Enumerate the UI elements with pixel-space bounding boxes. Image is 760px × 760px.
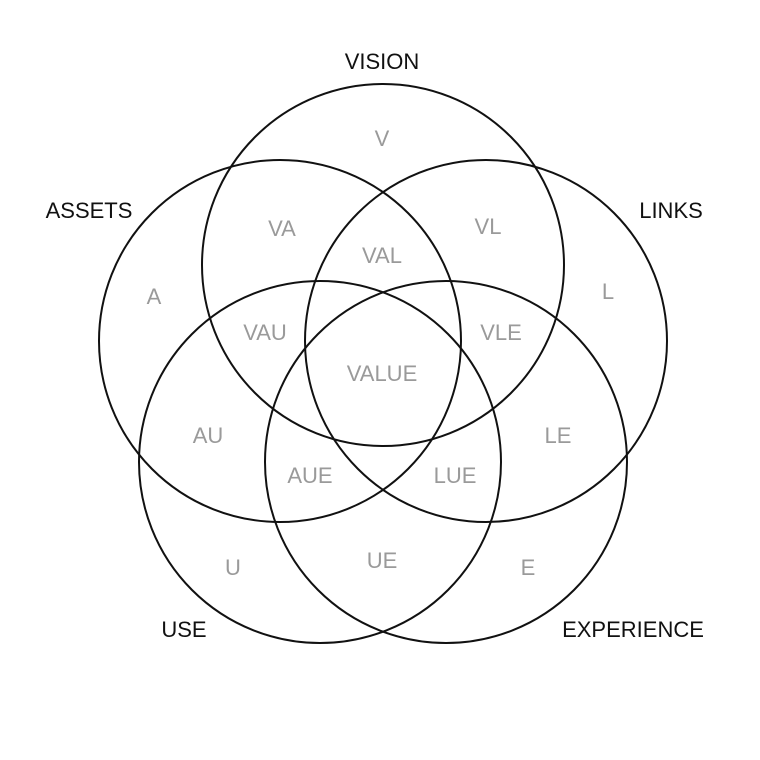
region-label-v: V (375, 126, 390, 151)
set-label-use: USE (161, 617, 206, 642)
region-label-lue: LUE (434, 463, 477, 488)
region-label-val: VAL (362, 243, 402, 268)
circle-vision (201, 83, 565, 447)
set-label-assets: ASSETS (46, 198, 133, 223)
region-label-u: U (225, 555, 241, 580)
region-label-le: LE (545, 423, 572, 448)
region-label-va: VA (268, 216, 296, 241)
region-label-l: L (602, 279, 614, 304)
region-label-a: A (147, 284, 162, 309)
circle-use (138, 280, 502, 644)
set-label-experience: EXPERIENCE (562, 617, 704, 642)
set-label-links: LINKS (639, 198, 703, 223)
region-label-vau: VAU (243, 320, 287, 345)
region-label-aue: AUE (287, 463, 332, 488)
region-label-vl: VL (475, 214, 502, 239)
region-label-ue: UE (367, 548, 398, 573)
circle-experience (264, 280, 628, 644)
region-label-au: AU (193, 423, 224, 448)
circle-links (304, 159, 668, 523)
region-label-e: E (521, 555, 536, 580)
region-label-value: VALUE (347, 361, 418, 386)
set-label-vision: VISION (345, 49, 420, 74)
circle-assets (98, 159, 462, 523)
region-label-vle: VLE (480, 320, 522, 345)
